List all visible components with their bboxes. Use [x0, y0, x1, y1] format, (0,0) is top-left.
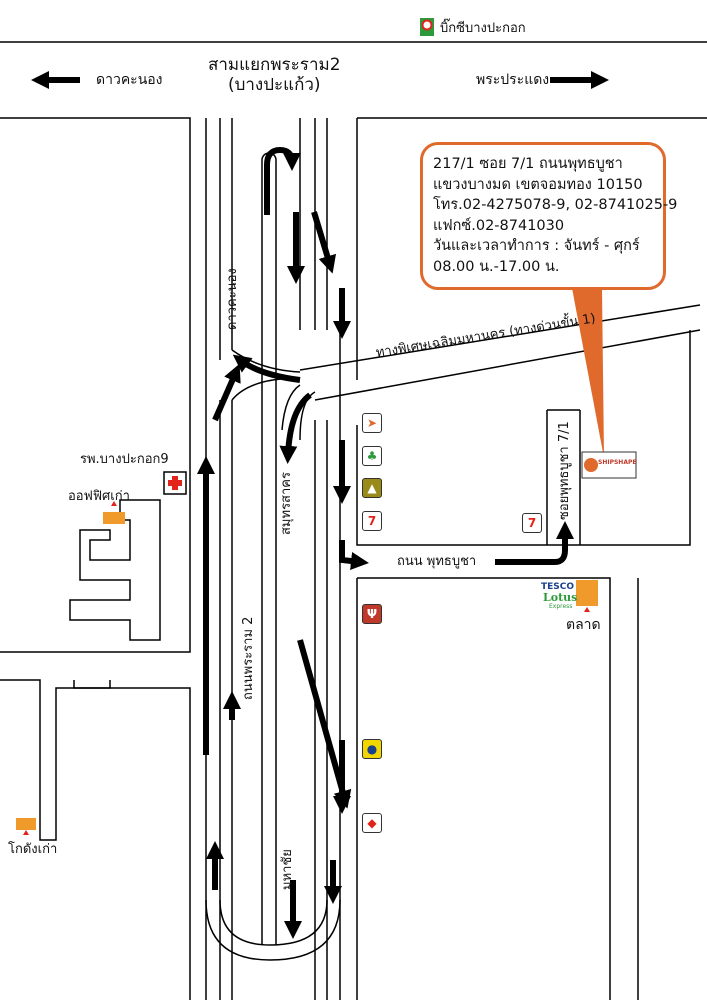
- market-label: ตลาด: [566, 617, 601, 633]
- ramp-curve-3: [281, 384, 301, 431]
- old-office-marker: [103, 512, 125, 524]
- dir-left-label: ดาวคะนอง: [96, 72, 163, 88]
- callout-line-2: แขวงบางมด เขตจอมทอง 10150: [433, 176, 643, 193]
- expressway-top: [299, 304, 701, 371]
- callout-line-4: แฟกซ์.02-8741030: [433, 217, 565, 234]
- callout-pointer: [572, 288, 604, 458]
- bangchak-icon: ➤: [362, 413, 382, 433]
- uturn-loop-outer: [205, 899, 341, 961]
- green-leaf-icon: ♣: [362, 446, 382, 466]
- esso-icon: ●: [362, 739, 382, 759]
- shipshape-text: SHIPSHAPE: [598, 459, 637, 466]
- old-warehouse-marker: [16, 818, 36, 830]
- mitsubishi-icon: ◆: [362, 813, 382, 833]
- address-callout: 217/1 ซอย 7/1 ถนนพุทธบูชา แขวงบางมด เขตจ…: [420, 142, 678, 290]
- arrow-down-5: [297, 639, 352, 809]
- market-marker: [576, 580, 598, 606]
- junction-label: สามแยกพระราม2 (บางปะแก้ว): [208, 55, 341, 95]
- arrow-to-dao-kanong-ramp: [232, 354, 301, 383]
- seven-eleven-icon: 7: [362, 511, 382, 531]
- old-office-label: ออฟฟิศเก่า: [68, 489, 130, 504]
- arrow-down-2: [311, 211, 337, 274]
- callout-line-5: วันและเวลาทำการ : จันทร์ - ศุกร์: [433, 238, 640, 255]
- lotus-text: Lotus: [543, 591, 578, 604]
- arrow-to-samut-sakhon: [279, 392, 312, 464]
- tesco-text: TESCO: [541, 582, 575, 592]
- block-se-top: [357, 577, 611, 1000]
- ramp-curve-1: [231, 349, 301, 373]
- ramp-curve-4: [299, 391, 316, 441]
- callout-line-1: 217/1 ซอย 7/1 ถนนพุทธบูชา: [433, 156, 623, 172]
- arrow-into-soi: [495, 521, 574, 565]
- callout-line-6: 08.00 น.-17.00 น.: [433, 258, 560, 275]
- phutthabucha-road-label: ถนน พุทธบูชา: [397, 554, 477, 569]
- shipshape-mark: [584, 458, 598, 472]
- gap-sw: [73, 680, 111, 689]
- uturn-top-arrow: [264, 146, 301, 215]
- block-sw: [0, 679, 191, 1000]
- dir-right-label: พระประแดง: [476, 72, 550, 88]
- mahachai-road-label: มหาชัย: [280, 849, 295, 890]
- callout-line-3: โทร.02-4275078-9, 02-8741025-9: [433, 197, 678, 214]
- lotus-sub-text: Express: [549, 603, 573, 610]
- dao-kanong-road-label: ดาวคะนอง: [225, 268, 240, 330]
- old-office-building: [69, 499, 161, 641]
- block-west: [0, 117, 191, 653]
- samut-sakhon-road-label: สมุทรสาคร: [279, 472, 294, 535]
- hospital-label: รพ.บางปะกอก9: [80, 452, 169, 467]
- arrow-turn-phutthabucha: [339, 540, 369, 570]
- seven-eleven-icon-soi: 7: [522, 513, 542, 533]
- krungsri-icon: ▲: [362, 478, 382, 498]
- block-ne-bottom: [356, 330, 691, 546]
- old-warehouse-label: โกดังเก่า: [8, 842, 58, 857]
- expressway-bottom: [314, 329, 701, 401]
- soi-label: ซอยพุทธบูชา 7/1: [557, 421, 572, 520]
- uturn-loop-inner: [219, 899, 328, 946]
- arrow-up-3: [212, 363, 241, 422]
- yamaha-icon: Ψ: [362, 604, 382, 624]
- rama2-road-label: ถนนพระราม 2: [241, 616, 256, 700]
- big-c-label: บิ๊กซีบางปะกอก: [440, 21, 526, 36]
